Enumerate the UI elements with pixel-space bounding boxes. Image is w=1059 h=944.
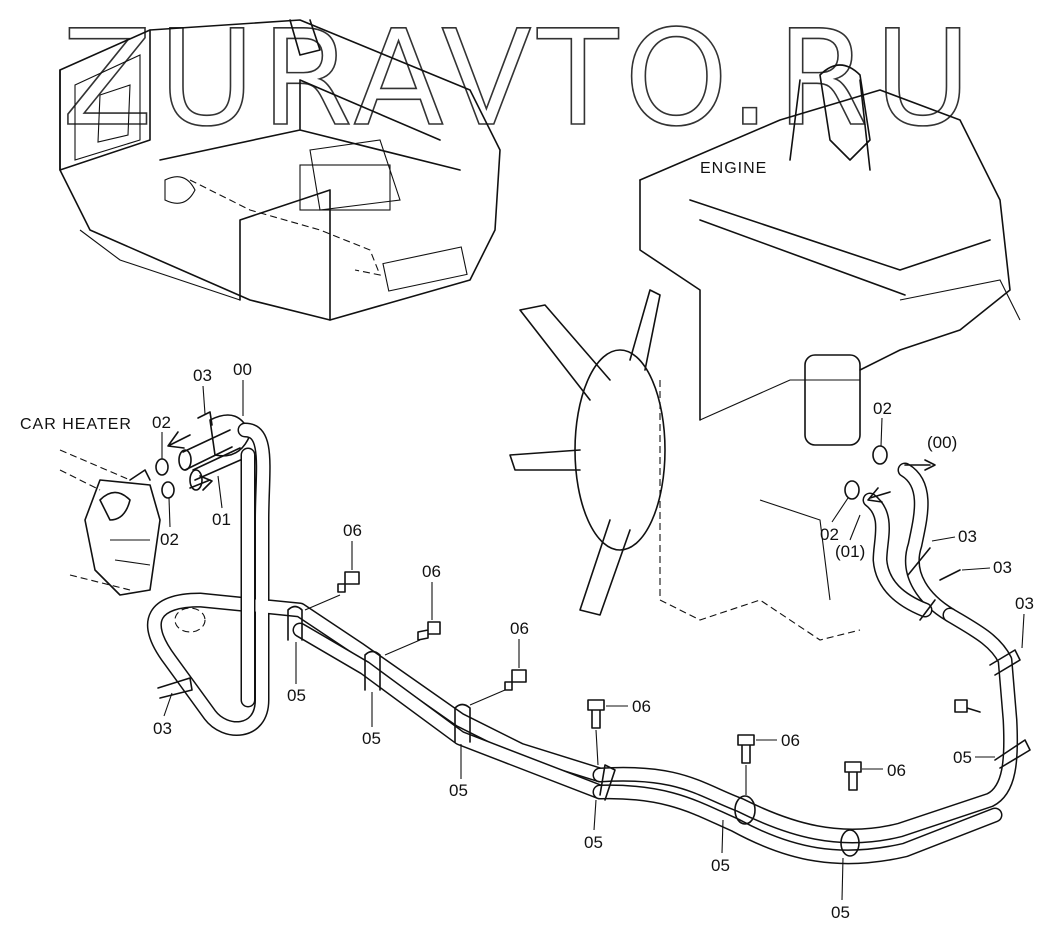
callout-05-g: 05 bbox=[953, 748, 972, 767]
car-heater-caption: CAR HEATER bbox=[20, 416, 132, 433]
callout-03-engine-2: 03 bbox=[993, 558, 1012, 577]
engine-illustration bbox=[509, 64, 1021, 641]
callout-02-engine-bottom: 02 bbox=[820, 525, 839, 544]
callout-01-heater: 01 bbox=[212, 510, 231, 529]
callout-06-f: 06 bbox=[887, 761, 906, 780]
callout-06-c: 06 bbox=[510, 619, 529, 638]
callout-02-heater-top: 02 bbox=[152, 413, 171, 432]
callout-02-heater-bottom: 02 bbox=[160, 530, 179, 549]
callout-01-engine: (01) bbox=[835, 542, 865, 561]
callout-05-d: 05 bbox=[584, 833, 603, 852]
bolts bbox=[304, 571, 981, 795]
callout-05-c: 05 bbox=[449, 781, 468, 800]
callout-05-a: 05 bbox=[287, 686, 306, 705]
callout-06-a: 06 bbox=[343, 521, 362, 540]
callout-03-heater-top: 03 bbox=[193, 366, 212, 385]
engine-caption: ENGINE bbox=[700, 160, 767, 177]
callout-00-engine: (00) bbox=[927, 433, 957, 452]
callout-06-b: 06 bbox=[422, 562, 441, 581]
clamp-02-lower-engine bbox=[844, 480, 860, 500]
excavator-overview bbox=[59, 19, 501, 321]
heater-hose-loop bbox=[146, 422, 1019, 865]
clamp-02-lower-heater bbox=[161, 481, 175, 499]
car-heater-illustration bbox=[59, 449, 161, 596]
callout-00-heater: 00 bbox=[233, 360, 252, 379]
callout-02-engine-top: 02 bbox=[873, 399, 892, 418]
callout-05-e: 05 bbox=[711, 856, 730, 875]
hose-clamps bbox=[157, 411, 1031, 857]
callout-06-d: 06 bbox=[632, 697, 651, 716]
engine-side-hoses bbox=[844, 445, 958, 623]
callout-05-b: 05 bbox=[362, 729, 381, 748]
watermark-text: ZURAVTO.RU bbox=[62, 2, 977, 156]
callout-05-f: 05 bbox=[831, 903, 850, 922]
clamp-02-upper-heater bbox=[155, 458, 169, 476]
callout-06-e: 06 bbox=[781, 731, 800, 750]
callout-03-engine-3: 03 bbox=[1015, 594, 1034, 613]
clamp-02-upper-engine bbox=[872, 445, 888, 465]
callout-03-engine-1: 03 bbox=[958, 527, 977, 546]
callout-03-loop: 03 bbox=[153, 719, 172, 738]
